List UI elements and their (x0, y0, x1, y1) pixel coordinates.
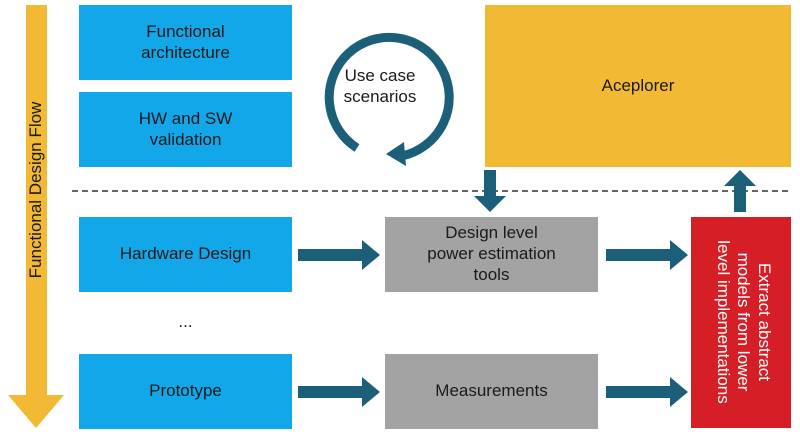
use-case-line-2: scenarios (343, 86, 417, 106)
functional-architecture-line-1: Functional (146, 21, 225, 41)
arrow-measurements-to-extract (606, 377, 688, 407)
aceplorer-box: Aceplorer (485, 5, 791, 167)
ellipsis-label: ... (178, 312, 193, 331)
arrow-prototype-to-measurements (298, 377, 380, 407)
use-case-line-1: Use case (344, 66, 416, 85)
hardware-design-label: Hardware Design (119, 244, 252, 264)
hw-sw-validation-box: HW and SW validation (79, 92, 292, 167)
functional-architecture-line-2: architecture (141, 42, 230, 62)
flow-down-arrow (8, 5, 64, 428)
arrow-aceplorer-to-tools (474, 170, 506, 212)
measurements-label: Measurements (435, 381, 548, 401)
prototype-box: Prototype (79, 354, 292, 429)
arrow-hardware-to-tools (298, 240, 380, 270)
functional-architecture-box: Functional architecture (79, 5, 292, 80)
extract-models-box (691, 217, 791, 428)
use-case-scenarios-label: Use case scenarios (340, 66, 420, 107)
arrow-extract-to-aceplorer (724, 170, 756, 212)
extract-models-label: Extract abstract models from lower level… (712, 222, 774, 422)
hw-sw-validation-line-2: validation (149, 129, 222, 149)
aceplorer-label: Aceplorer (601, 75, 675, 95)
use-case-cycle-arrow (324, 32, 454, 161)
design-level-tools-box: Design level power estimation tools (385, 217, 598, 292)
hardware-design-box: Hardware Design (79, 217, 292, 292)
design-tools-line-2: power estimation (427, 244, 556, 264)
design-tools-line-1: Design level (445, 223, 538, 243)
cycle-arrow-head (386, 142, 406, 166)
arrow-tools-to-extract (606, 240, 688, 270)
extract-line-1: Extract abstract (755, 262, 775, 382)
extract-line-2: models from lower (734, 252, 754, 392)
measurements-box: Measurements (385, 354, 598, 429)
extract-line-3: level implementations (713, 240, 733, 404)
functional-design-flow-label: Functional Design Flow (26, 101, 45, 279)
prototype-label: Prototype (149, 381, 222, 401)
design-tools-line-3: tools (473, 264, 510, 284)
hw-sw-validation-line-1: HW and SW (138, 108, 233, 128)
